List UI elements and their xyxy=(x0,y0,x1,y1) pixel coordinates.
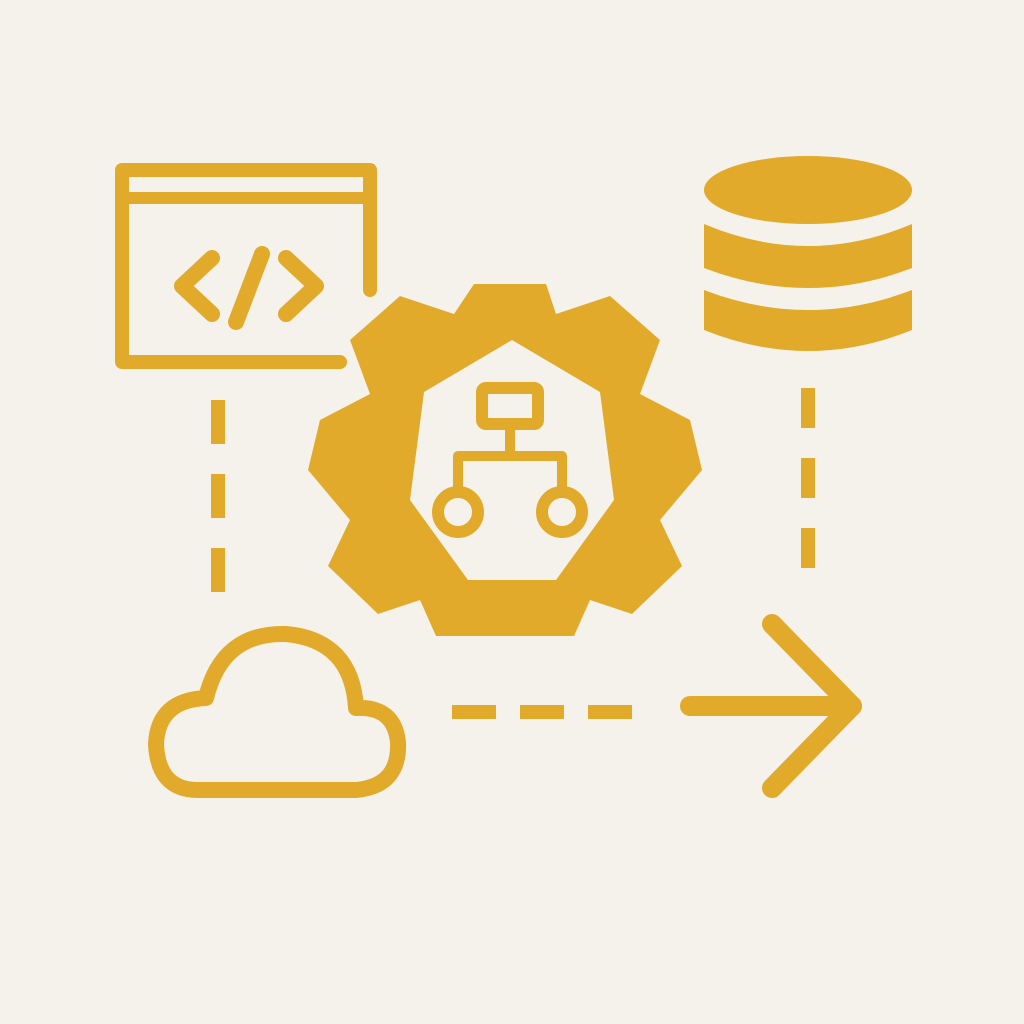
database-icon xyxy=(704,156,912,351)
code-window-icon xyxy=(115,163,377,369)
arrow-right-icon xyxy=(680,614,862,798)
gear-hierarchy-icon xyxy=(308,284,702,636)
cloud-icon xyxy=(148,625,407,798)
